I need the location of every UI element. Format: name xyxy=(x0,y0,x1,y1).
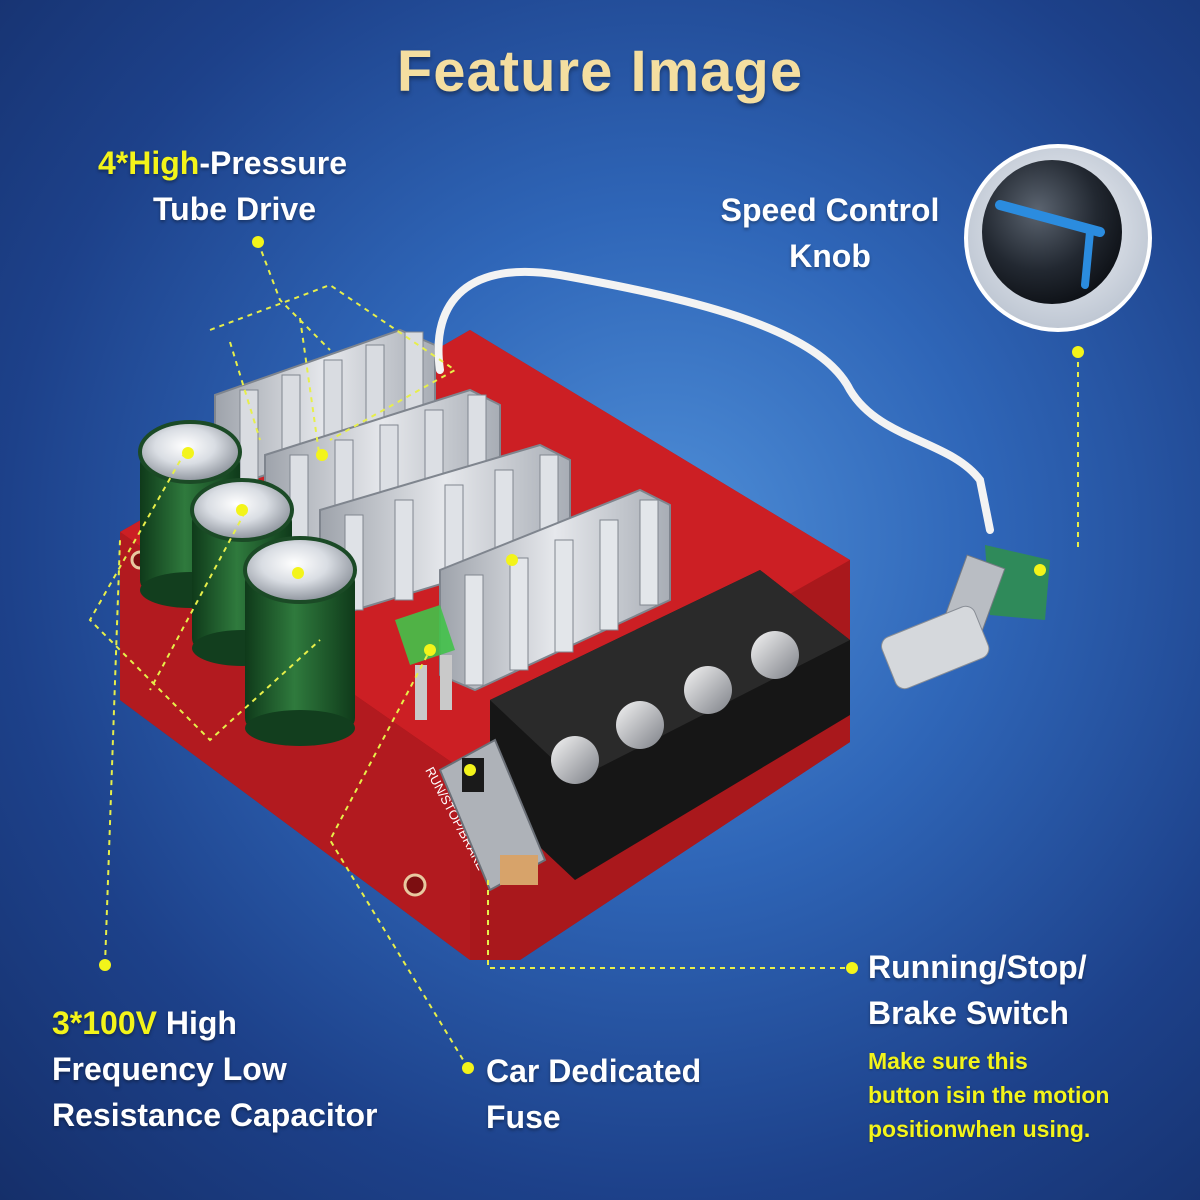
label-fuse-line2: Fuse xyxy=(486,1099,561,1135)
heatsink-group xyxy=(214,328,671,692)
label-fuse: Car Dedicated Fuse xyxy=(486,1048,701,1140)
label-fuse-line1: Car Dedicated xyxy=(486,1053,702,1089)
label-tube-drive: 4*High-Pressure Tube Drive xyxy=(98,140,347,232)
label-capacitor-highlight: 3*100V xyxy=(52,1005,157,1041)
heatsink-4 xyxy=(439,488,671,692)
label-capacitor-line1: High xyxy=(156,1005,237,1041)
label-knob: Speed Control Knob xyxy=(705,187,955,279)
fuse xyxy=(395,605,455,720)
callout-lines xyxy=(88,241,1079,1069)
label-tube-drive-line1: -Pressure xyxy=(199,145,347,181)
switch-note-line3: positionwhen using. xyxy=(868,1116,1091,1142)
label-switch: Running/Stop/ Brake Switch xyxy=(868,944,1087,1036)
label-capacitor: 3*100V High Frequency Low Resistance Cap… xyxy=(52,1000,377,1138)
page-title: Feature Image xyxy=(396,39,804,104)
label-capacitor-line2: Frequency Low xyxy=(52,1051,287,1087)
switch-note-line1: Make sure this xyxy=(868,1048,1028,1074)
label-capacitor-line3: Resistance Capacitor xyxy=(52,1097,378,1133)
label-knob-line2: Knob xyxy=(789,238,871,274)
heatsink-2 xyxy=(264,388,501,547)
label-knob-line1: Speed Control xyxy=(720,192,940,228)
callout-dot-icon xyxy=(99,236,1084,1074)
terminal-screws xyxy=(551,631,799,784)
switch-note-line2: button isin the motion xyxy=(868,1082,1110,1108)
knob-inset-icon xyxy=(964,144,1152,332)
switch-usage-note: Make sure this button isin the motion po… xyxy=(868,1044,1109,1146)
potentiometer-wire xyxy=(434,267,994,534)
label-switch-line2: Brake Switch xyxy=(868,995,1069,1031)
label-tube-drive-line2: Tube Drive xyxy=(153,191,316,227)
potentiometer xyxy=(881,545,1050,690)
terminal-block xyxy=(490,570,850,880)
mode-switch xyxy=(438,738,547,892)
label-tube-drive-highlight: 4*High xyxy=(98,145,200,181)
label-switch-line1: Running/Stop/ xyxy=(868,949,1087,985)
